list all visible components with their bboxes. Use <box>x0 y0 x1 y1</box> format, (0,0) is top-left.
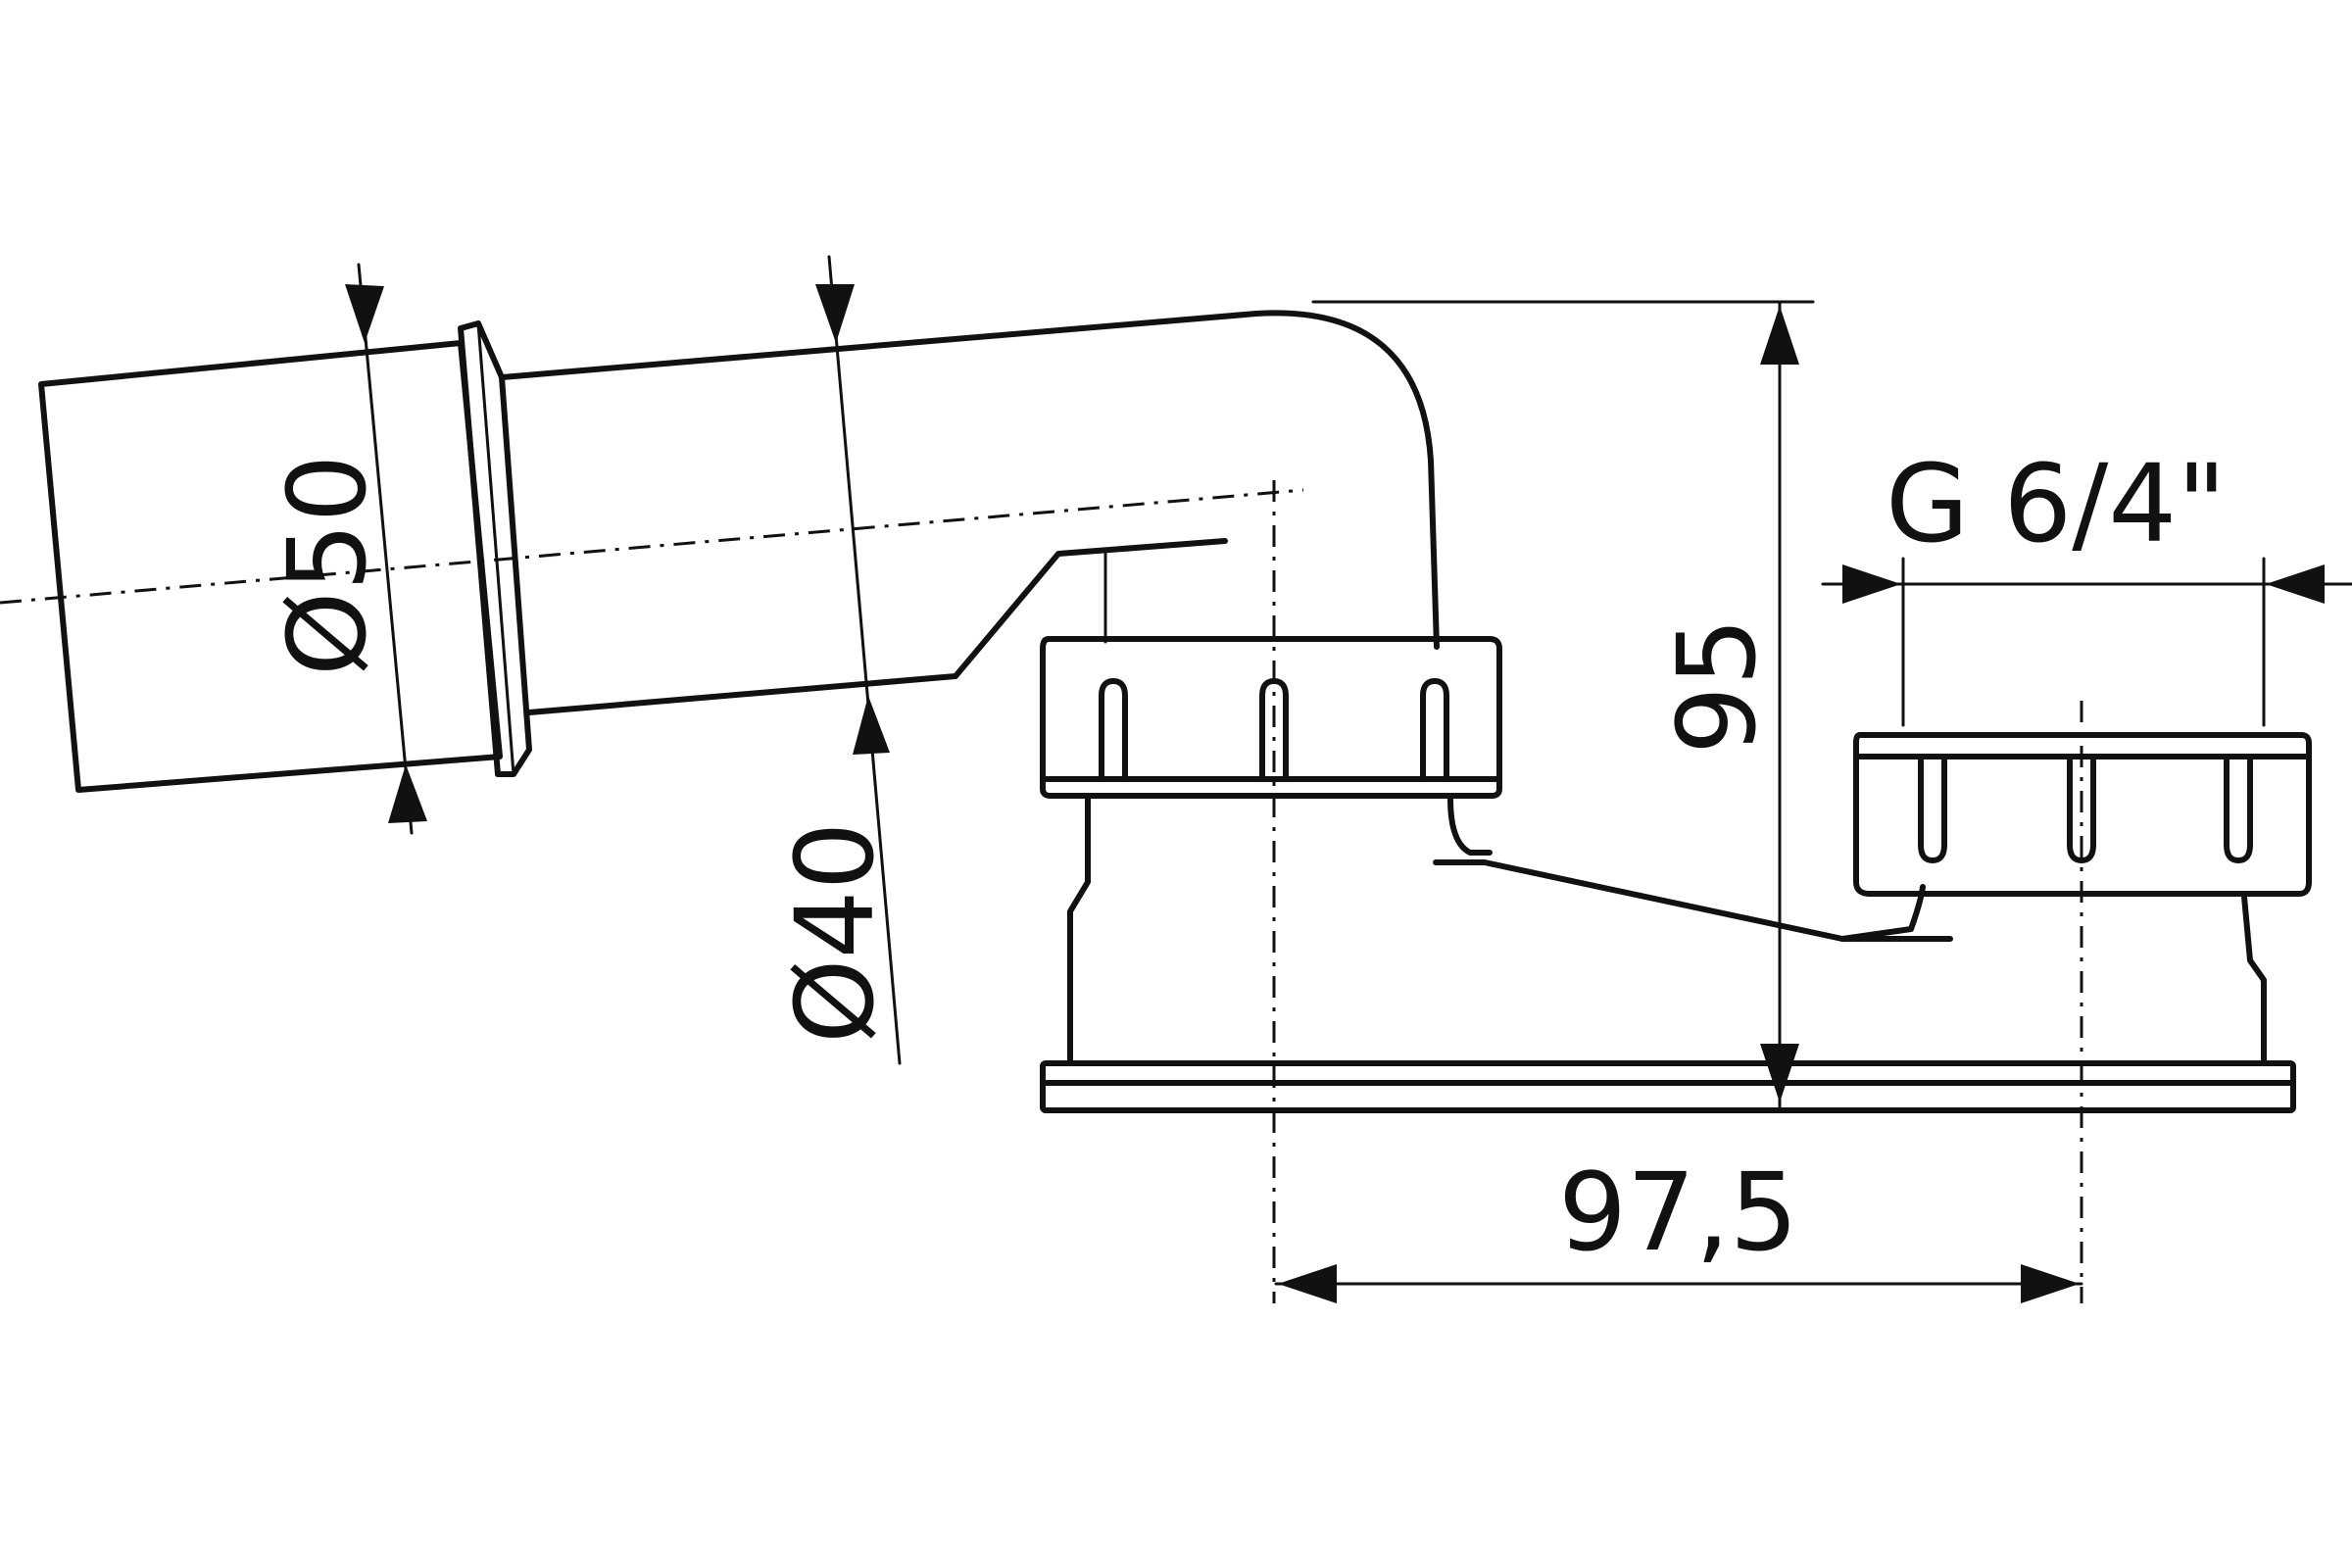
horizontal-distance-label: 97,5 <box>1558 1150 1798 1275</box>
thread-label: G 6/4" <box>1886 441 2227 566</box>
outer-pipe-sleeve <box>38 340 503 793</box>
base-plate <box>1040 1060 2296 1113</box>
trap-body <box>1067 796 1953 1066</box>
height-label: 95 <box>1654 617 1780 755</box>
center-lines <box>0 480 2083 1303</box>
dimension-outer-diameter: Ø50 <box>265 263 427 835</box>
inner-diameter-label: Ø40 <box>772 821 898 1044</box>
dimension-inner-diameter: Ø40 <box>772 255 902 1065</box>
dimension-thread: G 6/4" <box>1821 441 2352 727</box>
outer-diameter-label: Ø50 <box>265 454 390 676</box>
inner-pipe <box>499 310 1440 715</box>
dimension-horizontal-distance: 97,5 <box>1274 1150 2083 1303</box>
left-union-nut <box>1040 636 1502 799</box>
dimension-height: 95 <box>1311 300 1815 1109</box>
pipe-collar <box>458 320 532 777</box>
